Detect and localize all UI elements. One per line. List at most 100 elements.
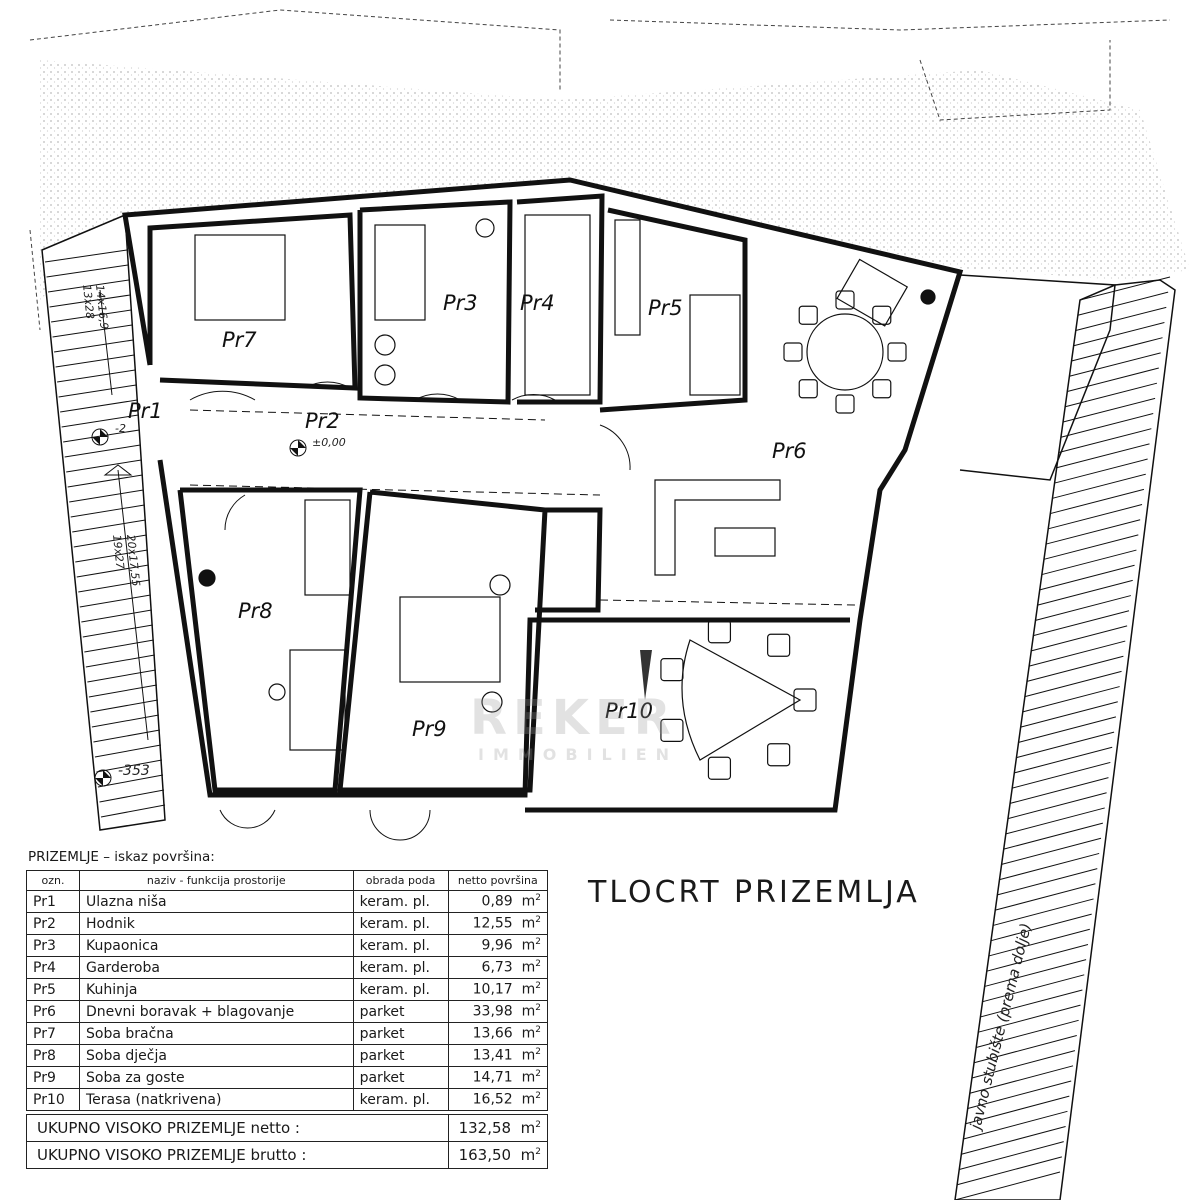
room-name: Kuhinja bbox=[79, 978, 354, 1001]
area-table: ozn. naziv - funkcija prostorije obrada … bbox=[26, 870, 549, 1169]
stair-tread bbox=[1045, 519, 1141, 545]
room-label-pr10: Pr10 bbox=[605, 699, 653, 723]
table-row: Pr10 Terasa (natkrivena) keram. pl. 16,5… bbox=[26, 1088, 549, 1111]
unit: m bbox=[521, 1003, 536, 1020]
total-label: UKUPNO VISOKO PRIZEMLJE brutto : bbox=[26, 1141, 449, 1169]
floor-finish: keram. pl. bbox=[352, 956, 449, 979]
chair bbox=[872, 305, 892, 325]
stair-tread bbox=[1035, 595, 1131, 621]
unit: m bbox=[521, 981, 536, 998]
net-area: 6,73 m2 bbox=[447, 956, 549, 979]
stair-tread bbox=[995, 883, 1096, 911]
stair-tread bbox=[1054, 458, 1148, 484]
terrain-hatching bbox=[29, 9, 1190, 331]
stair-tread bbox=[44, 249, 128, 263]
area-value: 14,71 bbox=[472, 1069, 513, 1086]
stair-tread bbox=[75, 549, 148, 563]
table-row: Pr1 Ulazna niša keram. pl. 0,89 m2 bbox=[26, 890, 549, 913]
stair-tread bbox=[93, 729, 160, 743]
unit-sup: 2 bbox=[535, 893, 541, 904]
stair-label-upper-1: 14x16,9 bbox=[93, 284, 111, 330]
stair-tread bbox=[1073, 322, 1165, 347]
floor-finish: keram. pl. bbox=[352, 934, 449, 957]
stair-tread bbox=[1056, 443, 1150, 469]
unit-sup: 2 bbox=[535, 1120, 541, 1130]
stair-tread bbox=[990, 913, 1092, 942]
net-area: 12,55 m2 bbox=[447, 912, 549, 935]
room-code: Pr7 bbox=[26, 1022, 80, 1045]
room-name: Ulazna niša bbox=[79, 890, 354, 913]
stair-tread bbox=[1041, 549, 1137, 576]
stair-tread bbox=[69, 489, 144, 503]
elevation-hall: ±0,00 bbox=[312, 436, 346, 449]
header-code: ozn. bbox=[26, 870, 80, 891]
plan-title: TLOCRT PRIZEMLJA bbox=[588, 875, 920, 910]
chair bbox=[783, 342, 803, 362]
table-row: Pr3 Kupaonica keram. pl. 9,96 m2 bbox=[26, 934, 549, 957]
stair-tread bbox=[1029, 640, 1126, 667]
chair bbox=[767, 633, 791, 657]
unit-sup: 2 bbox=[535, 1091, 541, 1102]
room-name: Hodnik bbox=[79, 912, 354, 935]
stair-tread bbox=[1005, 807, 1105, 835]
stair-tread bbox=[1050, 488, 1145, 515]
table-row: Pr2 Hodnik keram. pl. 12,55 m2 bbox=[26, 912, 549, 935]
stair-tread bbox=[976, 1019, 1079, 1048]
building-walls bbox=[122, 177, 964, 813]
stair-tread bbox=[50, 309, 132, 323]
chair bbox=[660, 658, 684, 682]
stair-tread bbox=[81, 609, 152, 623]
unit-sup: 2 bbox=[535, 1147, 541, 1157]
room-name: Kupaonica bbox=[79, 934, 354, 957]
elevation-markers: -2 ±0,00 -353 bbox=[91, 422, 346, 787]
unit-sup: 2 bbox=[535, 915, 541, 926]
area-value: 9,96 bbox=[481, 937, 513, 954]
area-value: 0,89 bbox=[481, 893, 513, 910]
room-code: Pr10 bbox=[26, 1088, 80, 1111]
room-code: Pr8 bbox=[26, 1044, 80, 1067]
stair-tread bbox=[66, 459, 142, 473]
stair-tread bbox=[47, 279, 130, 293]
table-row: Pr5 Kuhinja keram. pl. 10,17 m2 bbox=[26, 978, 549, 1001]
total-row: UKUPNO VISOKO PRIZEMLJE brutto : 163,50 … bbox=[26, 1141, 549, 1169]
room-name: Soba dječja bbox=[79, 1044, 354, 1067]
header-name: naziv - funkcija prostorije bbox=[79, 870, 354, 891]
table-row: Pr9 Soba za goste parket 14,71 m2 bbox=[26, 1066, 549, 1089]
stair-tread bbox=[100, 804, 166, 818]
stair-tread bbox=[1039, 564, 1135, 591]
stair-tread bbox=[997, 868, 1098, 896]
total-value: 132,58 bbox=[458, 1119, 512, 1137]
floor-finish: parket bbox=[352, 1000, 449, 1023]
area-value: 6,73 bbox=[481, 959, 513, 976]
stair-tread bbox=[982, 974, 1085, 1003]
stair-tread bbox=[1071, 337, 1163, 362]
room-name: Soba za goste bbox=[79, 1066, 354, 1089]
watermark-brand: REKER bbox=[470, 690, 677, 746]
floor-finish: parket bbox=[352, 1022, 449, 1045]
unit: m bbox=[521, 1091, 536, 1108]
room-label-pr3: Pr3 bbox=[443, 291, 478, 315]
stair-tread bbox=[954, 1171, 1061, 1200]
stair-tread bbox=[1009, 777, 1109, 804]
unit: m bbox=[521, 937, 536, 954]
chair bbox=[707, 620, 732, 644]
area-value: 12,55 bbox=[472, 915, 513, 932]
stair-tread bbox=[94, 744, 161, 758]
chair bbox=[707, 756, 732, 780]
stair-tread bbox=[969, 1065, 1074, 1094]
stair-label-lower-2: 19x27 bbox=[110, 534, 127, 570]
room-code: Pr5 bbox=[26, 978, 80, 1001]
room-code: Pr9 bbox=[26, 1066, 80, 1089]
stair-tread bbox=[1060, 413, 1154, 438]
chair bbox=[835, 394, 855, 414]
unit-sup: 2 bbox=[535, 981, 541, 992]
net-area: 10,17 m2 bbox=[447, 978, 549, 1001]
stair-tread bbox=[91, 714, 159, 728]
room-labels: Pr1 Pr2 Pr3 Pr4 Pr5 Pr6 Pr7 Pr8 Pr9 Pr10 bbox=[128, 291, 807, 741]
stair-label-lower-1: 20x17,55 bbox=[124, 534, 142, 587]
stair-tread bbox=[1003, 822, 1104, 850]
unit: m bbox=[521, 893, 536, 910]
stair-tread bbox=[999, 852, 1100, 881]
stair-tread bbox=[1075, 306, 1167, 331]
